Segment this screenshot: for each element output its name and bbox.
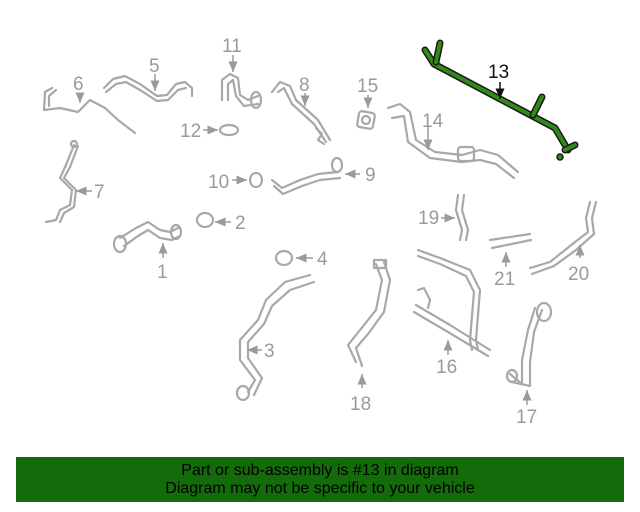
callout-1[interactable]: 1	[157, 262, 168, 283]
part-9-hose[interactable]: 9	[270, 156, 376, 196]
callout-19[interactable]: 19	[418, 208, 439, 229]
part-11-hose[interactable]: 11	[220, 36, 263, 110]
callout-14[interactable]: 14	[422, 111, 444, 132]
callout-20[interactable]: 20	[568, 264, 589, 285]
callout-15[interactable]: 15	[357, 76, 378, 97]
part-5-hose[interactable]: 5	[102, 56, 194, 103]
callout-21[interactable]: 21	[494, 269, 515, 290]
callout-3[interactable]: 3	[264, 341, 275, 362]
part-10-clamp[interactable]: 10	[208, 171, 264, 193]
part-20-pipe[interactable]: 20	[528, 200, 598, 285]
part-7-pipe[interactable]: 7	[44, 139, 105, 224]
callout-12[interactable]: 12	[180, 121, 201, 142]
part-14-pipe[interactable]: 14	[386, 102, 520, 180]
callout-8[interactable]: 8	[299, 75, 310, 96]
part-12-clamp[interactable]: 12	[180, 121, 240, 142]
part-16-pipe[interactable]: 16	[412, 248, 492, 378]
part-19-hose[interactable]: 19	[418, 193, 470, 242]
callout-10[interactable]: 10	[208, 172, 229, 193]
part-13-highlighted[interactable]: 13	[421, 39, 579, 161]
callout-6[interactable]: 6	[73, 74, 84, 95]
callout-4[interactable]: 4	[317, 249, 328, 270]
part-17-hose[interactable]: 17	[505, 301, 553, 428]
part-6-pipe[interactable]: 6	[42, 74, 137, 135]
callout-5[interactable]: 5	[149, 56, 160, 77]
callout-18[interactable]: 18	[350, 394, 371, 415]
callout-13[interactable]: 13	[488, 62, 509, 83]
callout-2[interactable]: 2	[235, 213, 246, 234]
info-banner: Part or sub-assembly is #13 in diagram D…	[16, 457, 624, 502]
part-4-clamp[interactable]: 4	[274, 249, 328, 270]
part-21-pipe[interactable]: 21	[488, 232, 533, 290]
part-2-clamp[interactable]: 2	[195, 211, 246, 234]
part-3-hose[interactable]: 3	[235, 273, 316, 402]
callout-9[interactable]: 9	[365, 165, 376, 186]
banner-line-2: Diagram may not be specific to your vehi…	[165, 479, 475, 497]
part-15-gasket[interactable]: 15	[356, 76, 378, 130]
banner-line-1: Part or sub-assembly is #13 in diagram	[181, 461, 459, 479]
part-8-pipe[interactable]: 8	[270, 75, 332, 146]
callout-16[interactable]: 16	[436, 357, 457, 378]
callout-7[interactable]: 7	[94, 182, 105, 203]
callout-11[interactable]: 11	[222, 36, 242, 57]
part-18-hose[interactable]: 18	[346, 258, 392, 415]
callout-17[interactable]: 17	[516, 407, 537, 428]
part-1-hose[interactable]: 1	[112, 220, 183, 283]
parts-diagram: 6 5 7 11 12 8 10	[42, 36, 598, 428]
